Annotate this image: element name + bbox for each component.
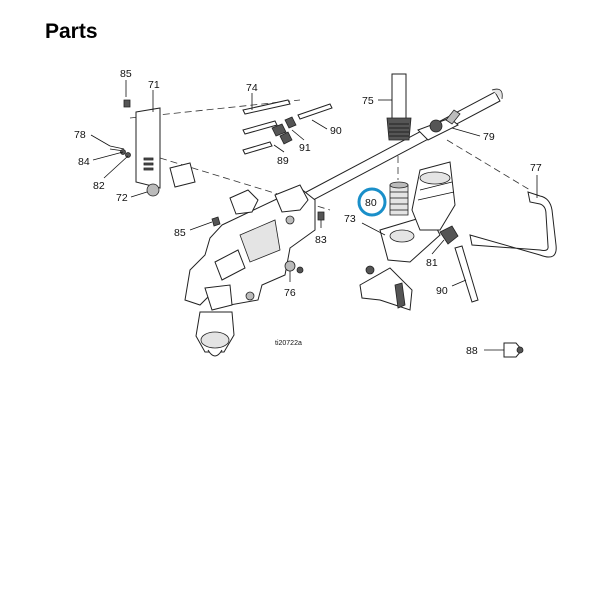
assembly-axis-line [446, 139, 531, 191]
callout-78: 78 [74, 129, 86, 141]
callout-83: 83 [315, 234, 327, 246]
handle-bar [469, 191, 557, 258]
callout-75: 75 [362, 95, 374, 107]
callout-71: 71 [148, 79, 160, 91]
callout-74: 74 [246, 82, 258, 94]
callout-80: 80 [365, 197, 377, 209]
callout-73: 73 [344, 213, 356, 225]
callout-82: 82 [93, 180, 105, 192]
plate-slot [143, 157, 154, 161]
wire-part [109, 145, 125, 150]
nut-part [296, 266, 304, 274]
nozzle-part [503, 342, 524, 358]
callout-leader [189, 221, 213, 231]
callout-90: 90 [330, 125, 342, 137]
callout-72: 72 [116, 192, 128, 204]
callout-leader [90, 134, 111, 147]
valve-handle [417, 109, 461, 141]
switch-knob [146, 183, 160, 197]
page-title: Parts [45, 20, 98, 43]
highlight-circle [357, 187, 387, 217]
gun-shaft-end [491, 88, 503, 100]
callout-76: 76 [284, 287, 296, 299]
fitting-80 [389, 181, 409, 216]
callout-85: 85 [120, 68, 132, 80]
callout-leader [92, 151, 124, 161]
callout-90: 90 [436, 285, 448, 297]
callout-leader [451, 127, 481, 137]
callout-leader [311, 119, 328, 130]
plate-slot [143, 167, 154, 171]
callout-84: 84 [78, 156, 90, 168]
screw-part [317, 211, 325, 221]
callout-79: 79 [483, 131, 495, 143]
switch-block [169, 162, 196, 188]
callout-85: 85 [174, 227, 186, 239]
nut-part [125, 152, 131, 158]
callout-leader [103, 155, 129, 179]
callout-leader [291, 129, 305, 141]
callout-leader [361, 222, 386, 236]
callout-leader [431, 239, 445, 255]
callout-leader [451, 279, 467, 287]
gun-manifold [359, 161, 456, 311]
screw-part [123, 99, 131, 108]
callout-77: 77 [530, 162, 542, 174]
air-tubes [242, 99, 333, 155]
mounting-plate [135, 107, 161, 189]
callout-81: 81 [426, 257, 438, 269]
screw-part [211, 216, 221, 227]
elbow-fitting [439, 225, 479, 303]
callout-91: 91 [299, 142, 311, 154]
callout-leader [273, 144, 285, 153]
figure-id: ti20722a [275, 340, 302, 347]
washer-part [284, 260, 296, 272]
plate-slot [143, 162, 154, 166]
hose-fitting [386, 73, 412, 141]
callout-88: 88 [466, 345, 478, 357]
gun-mount-assembly [184, 184, 316, 357]
callout-89: 89 [277, 155, 289, 167]
callout-leader [130, 191, 148, 198]
